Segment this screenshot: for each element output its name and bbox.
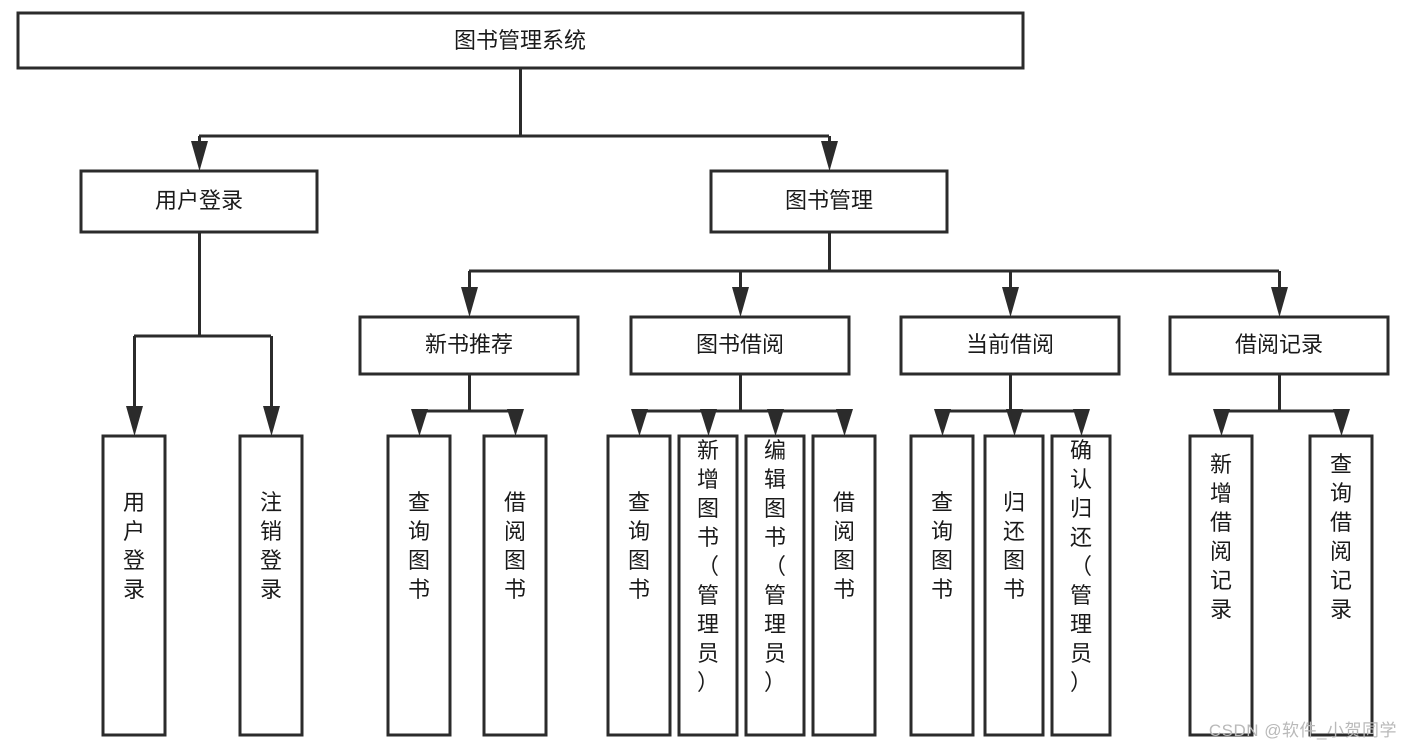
node-user-login[interactable]: 用户登录 <box>79 169 319 234</box>
leaf-cb-return-book-box[interactable] <box>983 434 1045 737</box>
leaf-bb-borrow-book-box[interactable] <box>811 434 877 737</box>
leaf-bb-query-book[interactable]: 查询图书 <box>606 434 672 737</box>
leaf-nb-borrow-book-label: 借阅图书 <box>504 490 526 602</box>
leaf-cb-query-book-label: 查询图书 <box>931 490 953 602</box>
node-book-management-label: 图书管理 <box>785 188 873 213</box>
arrow-head-bb-add-book <box>700 409 717 436</box>
leaf-bb-borrow-book-label: 借阅图书 <box>833 490 855 602</box>
arrow-head-bb-borrow-book <box>836 409 853 436</box>
leaf-bb-borrow-book[interactable]: 借阅图书 <box>811 434 877 737</box>
leaf-nb-query-book-label: 查询图书 <box>408 490 430 602</box>
leaf-logout-label: 注销登录 <box>260 490 282 602</box>
leaf-logout-box[interactable] <box>238 434 304 737</box>
csdn-watermark: CSDN @软件_小贺同学 <box>1208 721 1397 740</box>
leaf-bb-query-book-box[interactable] <box>606 434 672 737</box>
leaf-bb-edit-book-label: 编辑图书（管理员） <box>764 438 786 695</box>
leaf-br-query-record-label: 查询借阅记录 <box>1330 452 1352 622</box>
leaf-bb-add-book-label: 新增图书（管理员） <box>697 438 719 695</box>
node-user-login-box[interactable] <box>79 169 319 234</box>
node-borrow-record-label: 借阅记录 <box>1235 332 1323 357</box>
node-root-label: 图书管理系统 <box>454 28 586 53</box>
arrow-head-bb-edit-book <box>767 409 784 436</box>
leaf-cb-return-book-label: 归还图书 <box>1003 490 1025 602</box>
leaf-nb-query-book-box[interactable] <box>386 434 452 737</box>
arrow-head-cb-return-book <box>1006 409 1023 436</box>
node-book-management-box[interactable] <box>709 169 949 234</box>
connector-group-user-login <box>126 232 280 436</box>
leaf-br-query-record[interactable]: 查询借阅记录 <box>1308 434 1374 737</box>
node-book-management[interactable]: 图书管理 <box>709 169 949 234</box>
leaf-logout[interactable]: 注销登录 <box>238 434 304 737</box>
connector-group-new-book <box>411 374 524 436</box>
leaf-bb-add-book[interactable]: 新增图书（管理员） <box>677 434 739 737</box>
leaf-br-add-record-label: 新增借阅记录 <box>1210 452 1232 622</box>
arrow-head-leaf-user-login <box>126 406 143 436</box>
connector-group-book-mgmt <box>461 232 1288 317</box>
node-borrow-record[interactable]: 借阅记录 <box>1168 315 1390 376</box>
leaf-nb-borrow-book-box[interactable] <box>482 434 548 737</box>
arrow-head-nb-query-book <box>411 409 428 436</box>
leaf-bb-add-book-box[interactable] <box>677 434 739 737</box>
node-root-box[interactable] <box>16 11 1025 70</box>
arrow-head-cb-confirm-return <box>1073 409 1090 436</box>
leaf-br-add-record-box[interactable] <box>1188 434 1254 737</box>
node-book-borrow-box[interactable] <box>629 315 851 376</box>
leaf-br-query-record-box[interactable] <box>1308 434 1374 737</box>
leaf-bb-edit-book-box[interactable] <box>744 434 806 737</box>
leaf-cb-query-book-box[interactable] <box>909 434 975 737</box>
leaf-user-login-box[interactable] <box>101 434 167 737</box>
connector-group-borrow-record <box>1213 374 1350 436</box>
arrow-head-br-query-record <box>1333 409 1350 436</box>
leaf-user-login[interactable]: 用户登录 <box>101 434 167 737</box>
node-new-book-recommend-label: 新书推荐 <box>425 332 513 357</box>
leaf-cb-return-book[interactable]: 归还图书 <box>983 434 1045 737</box>
arrow-head-nb-borrow-book <box>507 409 524 436</box>
connector-group-borrow-book <box>631 374 853 436</box>
node-book-borrow-label: 图书借阅 <box>696 332 784 357</box>
arrow-head-user-login <box>191 141 208 171</box>
arrow-head-cb-query-book <box>934 409 951 436</box>
node-current-borrow-box[interactable] <box>899 315 1121 376</box>
node-new-book-recommend[interactable]: 新书推荐 <box>358 315 580 376</box>
leaf-cb-confirm-return[interactable]: 确认归还（管理员） <box>1050 434 1112 737</box>
node-user-login-label: 用户登录 <box>155 188 243 213</box>
arrow-head-br-add-record <box>1213 409 1230 436</box>
leaf-br-add-record[interactable]: 新增借阅记录 <box>1188 434 1254 737</box>
leaf-cb-query-book[interactable]: 查询图书 <box>909 434 975 737</box>
leaf-bb-edit-book[interactable]: 编辑图书（管理员） <box>744 434 806 737</box>
node-root[interactable]: 图书管理系统 <box>16 11 1025 70</box>
node-new-book-recommend-box[interactable] <box>358 315 580 376</box>
leaf-cb-confirm-return-label: 确认归还（管理员） <box>1070 438 1092 695</box>
leaf-nb-query-book[interactable]: 查询图书 <box>386 434 452 737</box>
node-borrow-record-box[interactable] <box>1168 315 1390 376</box>
connector-group-root <box>191 68 838 171</box>
arrow-head-new-book <box>461 287 478 317</box>
leaf-nb-borrow-book[interactable]: 借阅图书 <box>482 434 548 737</box>
arrow-head-current-borrow <box>1002 287 1019 317</box>
arrow-head-book-mgmt <box>821 141 838 171</box>
leaf-bb-query-book-label: 查询图书 <box>628 490 650 602</box>
node-current-borrow-label: 当前借阅 <box>966 332 1054 357</box>
leaf-cb-confirm-return-box[interactable] <box>1050 434 1112 737</box>
connector-group-current-borrow <box>934 374 1090 436</box>
node-current-borrow[interactable]: 当前借阅 <box>899 315 1121 376</box>
arrow-head-borrow-book <box>732 287 749 317</box>
arrow-head-leaf-logout <box>263 406 280 436</box>
node-book-borrow[interactable]: 图书借阅 <box>629 315 851 376</box>
leaf-user-login-label: 用户登录 <box>123 490 145 602</box>
arrow-head-bb-query-book <box>631 409 648 436</box>
arrow-head-borrow-record <box>1271 287 1288 317</box>
